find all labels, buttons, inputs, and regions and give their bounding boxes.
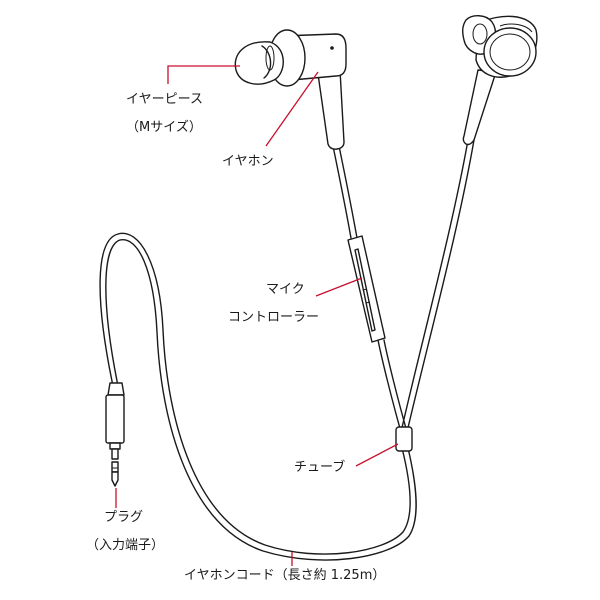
leader-earphone — [265, 71, 319, 147]
label-plug-line1: プラグ — [104, 510, 144, 525]
label-mic-line2: コントローラー — [228, 310, 320, 325]
left-earphone: M — [234, 29, 347, 150]
mic-controller — [347, 235, 386, 343]
leader-ear-piece — [167, 65, 240, 84]
label-tube: チューブ — [294, 460, 346, 475]
label-plug-line2: （入力端子） — [86, 538, 165, 553]
label-ear-piece: イヤーピース — [126, 92, 203, 107]
leader-tube — [355, 443, 399, 467]
plug — [105, 382, 125, 487]
left-cord — [332, 145, 358, 239]
leader-lines — [115, 65, 399, 566]
label-earphone: イヤホン — [222, 154, 274, 169]
label-cord: イヤホンコード（長さ約 1.25m） — [184, 568, 386, 583]
earphone-cord — [99, 232, 417, 561]
right-earphone — [461, 15, 538, 146]
leader-mic-controller — [315, 277, 363, 297]
label-ear-piece-size: （Mサイズ） — [126, 120, 202, 135]
split-cords — [377, 139, 475, 433]
tube — [395, 426, 413, 452]
label-mic-line1: マイク — [266, 282, 305, 297]
